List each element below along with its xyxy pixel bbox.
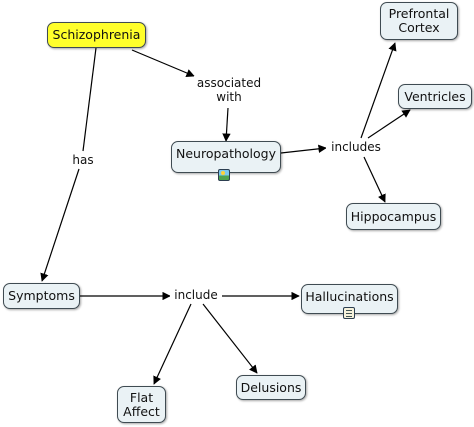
node-schizophrenia[interactable]: Schizophrenia [47, 22, 146, 48]
line-include-to-delusions [202, 303, 258, 374]
line-includes-to-ventricles [367, 109, 411, 139]
node-prefrontal-cortex[interactable]: Prefrontal Cortex [380, 2, 458, 40]
line-include-to-flat-affect [153, 303, 192, 385]
node-delusions[interactable]: Delusions [236, 375, 306, 400]
line-schizo-to-associated [131, 49, 195, 77]
line-schizo-to-has [82, 47, 97, 152]
line-includes-to-hippocampus [363, 156, 386, 203]
link-label-includes: includes [326, 140, 386, 154]
line-neuro-to-includes [280, 144, 327, 154]
line-includes-to-prefrontal [360, 42, 397, 139]
link-label-has: has [68, 153, 98, 167]
node-hippocampus[interactable]: Hippocampus [346, 203, 441, 230]
link-label-include: include [170, 288, 222, 302]
link-label-associated-with: associated with [194, 76, 264, 104]
node-neuropathology[interactable]: Neuropathology [171, 141, 281, 173]
line-associated-to-neuro [222, 107, 231, 142]
line-has-to-symptoms [40, 168, 80, 282]
node-flat-affect[interactable]: Flat Affect [117, 386, 166, 423]
node-ventricles[interactable]: Ventricles [398, 84, 472, 109]
node-symptoms[interactable]: Symptoms [3, 283, 80, 309]
image-resource-icon[interactable] [218, 169, 230, 181]
document-resource-icon[interactable] [343, 307, 355, 319]
